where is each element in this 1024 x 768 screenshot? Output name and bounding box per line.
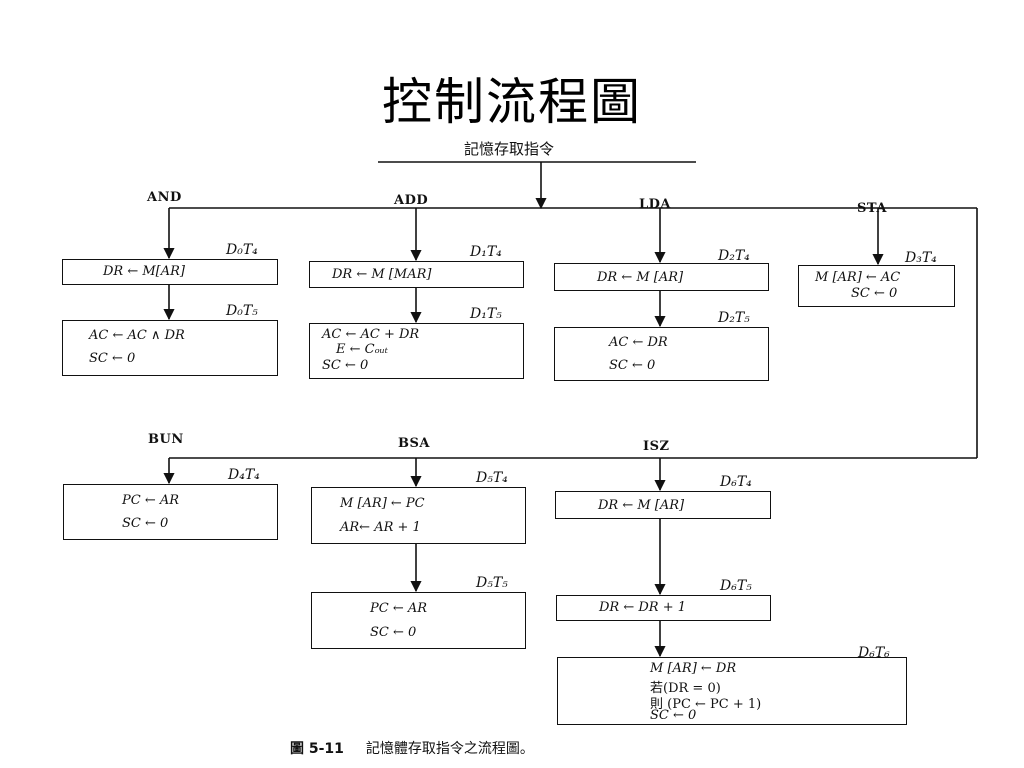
op-add-fetch: DR ← M [MAR] [332, 267, 432, 282]
timing-d2t4: D₂T₄ [718, 248, 750, 264]
branch-label-bun: BUN [148, 432, 184, 447]
op-lda-ac: AC ← DR [609, 335, 668, 350]
timing-d1t5: D₁T₅ [470, 306, 502, 322]
timing-d6t5: D₆T₅ [720, 578, 752, 594]
lda-exec-box: AC ← DR SC ← 0 [554, 327, 769, 381]
branch-label-bsa: BSA [398, 436, 430, 451]
timing-d1t4: D₁T₄ [470, 244, 502, 260]
isz-store-box: M [AR] ← DR 若(DR = 0) 則 (PC ← PC + 1) SC… [557, 657, 907, 725]
timing-d3t4: D₃T₄ [905, 250, 937, 266]
op-and-sc: SC ← 0 [89, 351, 136, 366]
and-fetch-box: DR ← M[AR] [62, 259, 278, 285]
op-lda-sc: SC ← 0 [609, 358, 656, 373]
bun-box: PC ← AR SC ← 0 [63, 484, 278, 540]
op-bsa-pc: PC ← AR [370, 601, 428, 616]
figure-number: 圖 5-11 [290, 741, 344, 757]
branch-label-lda: LDA [639, 197, 672, 212]
op-bsa-ar: AR← AR + 1 [340, 520, 421, 535]
slide-title: 控制流程圖 [382, 73, 642, 131]
timing-d0t4: D₀T₄ [226, 242, 258, 258]
op-bsa-sc: SC ← 0 [370, 625, 417, 640]
op-bun-pc: PC ← AR [122, 493, 180, 508]
timing-d6t4: D₆T₄ [720, 474, 752, 490]
add-exec-box: AC ← AC + DR E ← Cₒᵤₜ SC ← 0 [309, 323, 524, 379]
branch-label-and: AND [147, 190, 182, 205]
op-isz-fetch: DR ← M [AR] [598, 498, 685, 513]
timing-d5t5: D₅T₅ [476, 575, 508, 591]
add-fetch-box: DR ← M [MAR] [309, 261, 524, 288]
op-and-ac: AC ← AC ∧ DR [89, 328, 185, 343]
op-bun-sc: SC ← 0 [122, 516, 169, 531]
branch-label-isz: ISZ [643, 439, 670, 454]
op-isz-then: 則 (PC ← PC + 1) [650, 697, 762, 712]
isz-increment-box: DR ← DR + 1 [556, 595, 771, 621]
op-add-sc: SC ← 0 [322, 358, 369, 373]
branch-label-add: ADD [394, 193, 429, 208]
op-add-e: E ← Cₒᵤₜ [336, 342, 388, 357]
op-isz-sc: SC ← 0 [650, 708, 697, 723]
figure-caption: 圖 5-11 記憶體存取指令之流程圖。 [290, 738, 534, 758]
memory-reference-label: 記憶存取指令 [464, 140, 555, 158]
op-lda-fetch: DR ← M [AR] [597, 270, 684, 285]
op-bsa-m: M [AR] ← PC [340, 496, 425, 511]
op-isz-m: M [AR] ← DR [650, 661, 737, 676]
op-sta-sc: SC ← 0 [851, 286, 898, 301]
op-sta-m: M [AR] ← AC [815, 270, 901, 285]
op-isz-if: 若(DR = 0) [650, 681, 721, 696]
op-add-ac: AC ← AC + DR [322, 327, 420, 342]
bsa-jump-box: PC ← AR SC ← 0 [311, 592, 526, 649]
branch-label-sta: STA [857, 201, 887, 216]
and-exec-box: AC ← AC ∧ DR SC ← 0 [62, 320, 278, 376]
timing-d2t5: D₂T₅ [718, 310, 750, 326]
bsa-store-box: M [AR] ← PC AR← AR + 1 [311, 487, 526, 544]
timing-d4t4: D₄T₄ [228, 467, 260, 483]
op-and-fetch: DR ← M[AR] [103, 264, 185, 279]
op-isz-inc: DR ← DR + 1 [599, 600, 687, 615]
lda-fetch-box: DR ← M [AR] [554, 263, 769, 291]
timing-d5t4: D₅T₄ [476, 470, 508, 486]
sta-box: M [AR] ← AC SC ← 0 [798, 265, 955, 307]
figure-caption-text: 記憶體存取指令之流程圖。 [365, 741, 534, 757]
isz-fetch-box: DR ← M [AR] [555, 491, 771, 519]
timing-d0t5: D₀T₅ [226, 303, 258, 319]
